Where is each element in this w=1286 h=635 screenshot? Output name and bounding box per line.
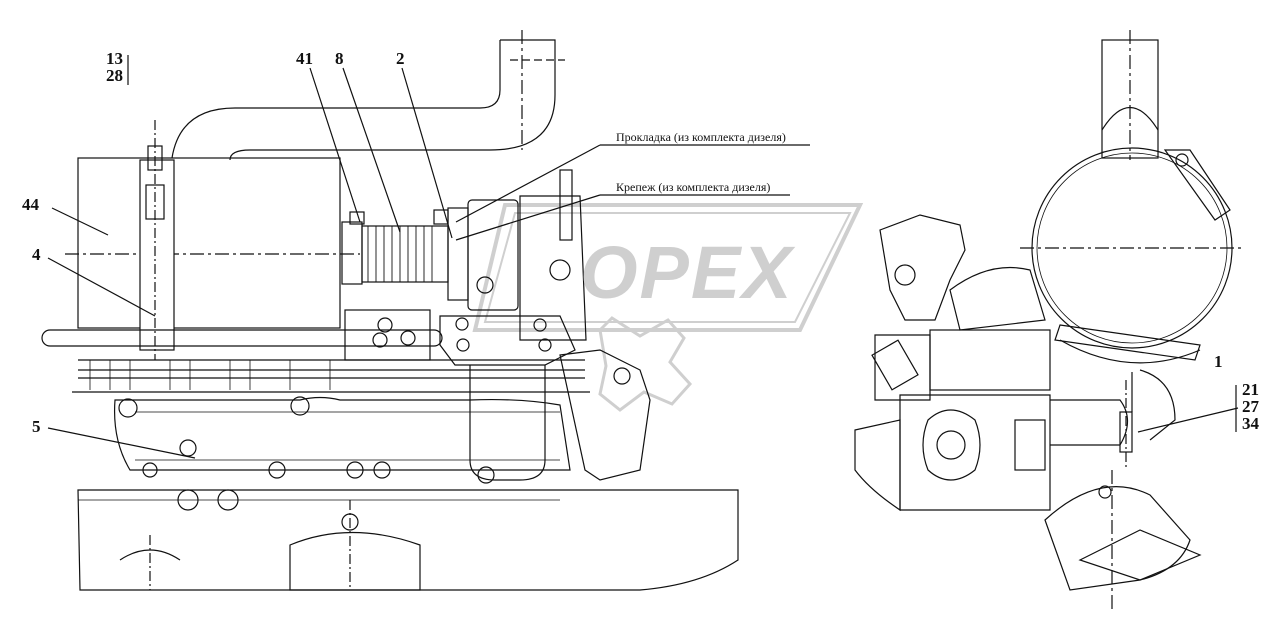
watermark-text: OPEX — [580, 231, 794, 314]
note-gasket: Прокладка (из комплекта дизеля) — [616, 130, 786, 144]
callout-41: 41 — [296, 49, 313, 68]
callout-44: 44 — [22, 195, 39, 214]
callout-5: 5 — [32, 417, 41, 436]
watermark-logo — [472, 203, 864, 412]
callout-8: 8 — [335, 49, 344, 68]
callout-2: 2 — [396, 49, 405, 68]
callout-13: 13 — [106, 49, 123, 68]
note-fastener: Крепеж (из комплекта дизеля) — [616, 180, 771, 194]
callout-34: 34 — [1242, 414, 1259, 433]
callout-21: 21 — [1242, 380, 1259, 399]
callout-28: 28 — [106, 66, 123, 85]
right-view — [854, 30, 1245, 610]
left-view — [41, 30, 810, 591]
callout-1: 1 — [1214, 352, 1223, 371]
callout-27: 27 — [1242, 397, 1259, 416]
callout-4: 4 — [32, 245, 41, 264]
